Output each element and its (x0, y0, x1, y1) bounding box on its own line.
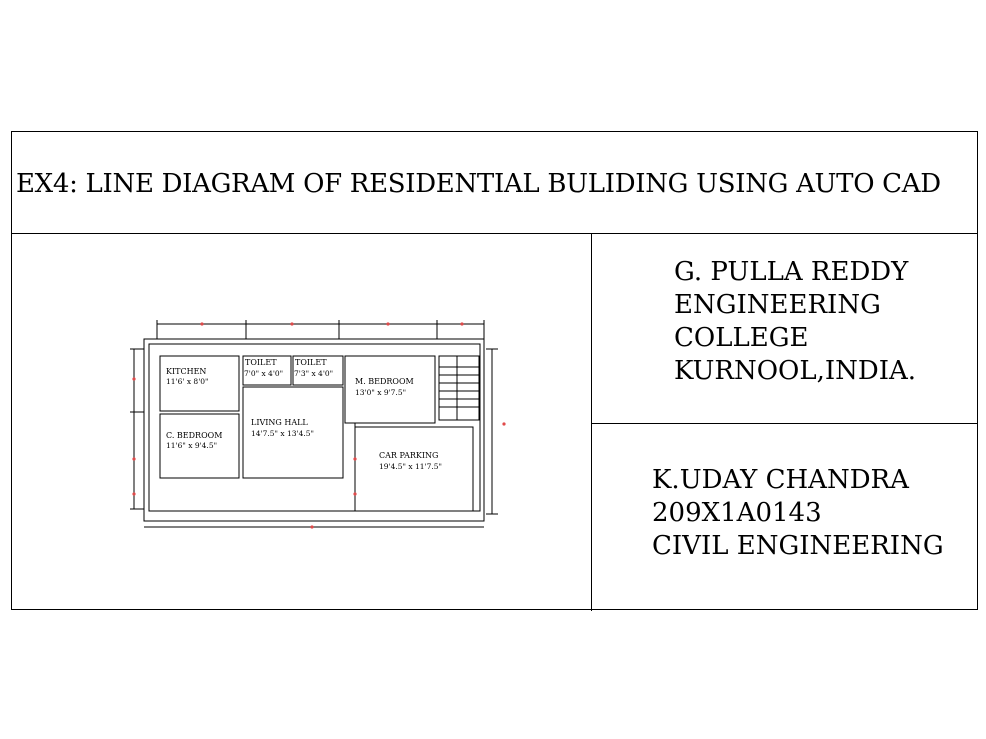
living-hall-room (242, 386, 344, 479)
kitchen-size: 11'6' x 8'0" (166, 377, 209, 386)
toilet-1-room (242, 355, 292, 386)
drawing-sheet: EX4: LINE DIAGRAM OF RESIDENTIAL BULIDIN… (11, 131, 978, 611)
student-department: CIVIL ENGINEERING (652, 531, 944, 561)
toilet-1-size: 7'0" x 4'0" (244, 369, 283, 378)
living-hall-label: LIVING HALL (251, 418, 308, 427)
inner-wall (148, 343, 481, 512)
c-bedroom-room (159, 413, 240, 479)
toilet-2-label: TOILET (295, 358, 327, 367)
college-line: G. PULLA REDDY (674, 257, 909, 287)
kitchen-room (159, 355, 240, 412)
drawing-title: EX4: LINE DIAGRAM OF RESIDENTIAL BULIDIN… (16, 169, 941, 199)
college-line: COLLEGE (674, 323, 809, 353)
kitchen-label: KITCHEN (166, 367, 206, 376)
college-block: G. PULLA REDDY ENGINEERING COLLEGE KURNO… (592, 234, 978, 424)
m-bedroom-size: 13'0" x 9'7.5" (355, 388, 406, 397)
college-name: G. PULLA REDDY ENGINEERING COLLEGE KURNO… (674, 256, 916, 388)
student-info: K.UDAY CHANDRA 209X1A0143 CIVIL ENGINEER… (652, 464, 944, 563)
staircase (438, 355, 480, 421)
floor-plan-panel: KITCHEN 11'6' x 8'0" TOILET 7'0" x 4'0" … (12, 234, 592, 611)
student-name: K.UDAY CHANDRA (652, 465, 909, 495)
m-bedroom-label: M. BEDROOM (355, 377, 414, 386)
floor-plan: KITCHEN 11'6' x 8'0" TOILET 7'0" x 4'0" … (130, 320, 506, 529)
outer-wall (143, 338, 485, 522)
student-roll-number: 209X1A0143 (652, 498, 822, 528)
car-parking-label: CAR PARKING (379, 451, 438, 460)
college-line: KURNOOL,INDIA. (674, 356, 917, 386)
student-block: K.UDAY CHANDRA 209X1A0143 CIVIL ENGINEER… (592, 424, 978, 610)
c-bedroom-size: 11'6" x 9'4.5" (166, 441, 217, 450)
living-hall-size: 14'7.5" x 13'4.5" (251, 429, 314, 438)
title-block: EX4: LINE DIAGRAM OF RESIDENTIAL BULIDIN… (12, 132, 977, 234)
dimension-markers (132, 322, 506, 529)
m-bedroom-room (344, 355, 436, 424)
toilet-2-size: 7'3" x 4'0" (294, 369, 333, 378)
car-parking-size: 19'4.5" x 11'7.5" (379, 462, 442, 471)
c-bedroom-label: C. BEDROOM (166, 431, 222, 440)
car-parking-room (354, 426, 474, 512)
college-line: ENGINEERING (674, 290, 881, 320)
toilet-2-room (292, 355, 344, 386)
toilet-1-label: TOILET (245, 358, 277, 367)
